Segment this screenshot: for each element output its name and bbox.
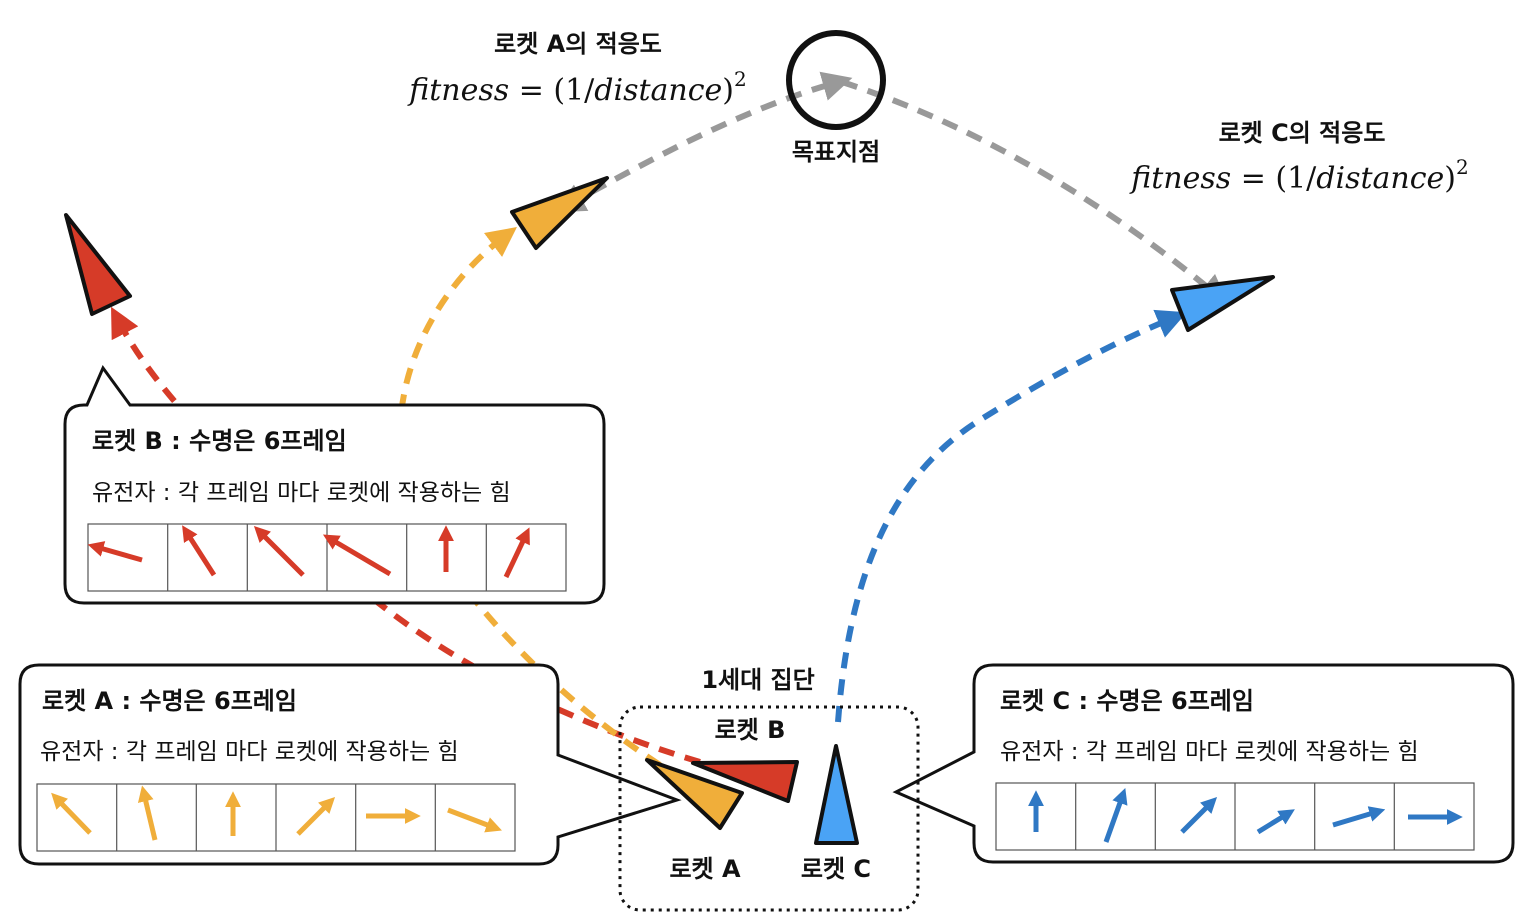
rocket-a-start [645,758,744,830]
gene-c3-arrow-icon [1180,796,1218,834]
callout-c-gene-table [995,782,1475,851]
gene-a2-arrow-icon [137,785,158,841]
gene-b3-arrow-icon [253,525,305,577]
callout-rocket-b: 로켓 B : 수명은 6프레임 유전자 : 각 프레임 마다 로켓에 작용하는 … [63,364,606,605]
rocket-a-trajectory [397,226,662,768]
fitness-a-title: 로켓 A의 적응도 [494,30,662,58]
fitness-a-formula: fitness = (1/distance)2 [407,67,747,108]
gene-a1-arrow-icon [51,792,92,835]
gene-b1-arrow-icon [87,541,143,563]
callout-rocket-a: 로켓 A : 수명은 6프레임 유전자 : 각 프레임 마다 로켓에 작용하는 … [18,663,682,866]
population-title: 1세대 집단 [701,666,814,694]
callout-rocket-c: 로켓 C : 수명은 6프레임 유전자 : 각 프레임 마다 로켓에 작용하는 … [892,663,1515,864]
rocket-c-start [814,744,859,845]
gene-c4-arrow-icon [1256,809,1295,835]
gene-b2-arrow-icon [182,525,217,577]
callout-c-title: 로켓 C : 수명은 6프레임 [1000,687,1254,715]
rocket-b-start [691,760,799,803]
rocket-a-flying [510,176,609,250]
rocket-c-flying [1170,275,1275,332]
fitness-c-formula: fitness = (1/distance)2 [1129,155,1469,196]
callout-b-genes-desc: 유전자 : 각 프레임 마다 로켓에 작용하는 힘 [92,480,511,506]
fitness-c-title: 로켓 C의 적응도 [1219,119,1386,147]
callout-b-title: 로켓 B : 수명은 6프레임 [92,427,347,455]
gene-a6-arrow-icon [447,807,502,833]
rocket-c-trajectory [835,309,1187,723]
rocket-c-label: 로켓 C [801,855,871,883]
gene-b6-arrow-icon [503,527,530,579]
callout-a-gene-table [36,783,516,852]
target-label: 목표지점 [792,138,880,166]
gene-c5-arrow-icon [1332,806,1386,828]
callout-c-genes-desc: 유전자 : 각 프레임 마다 로켓에 작용하는 힘 [1000,739,1419,765]
rocket-b-flying [64,213,132,316]
rocket-a-label: 로켓 A [669,855,741,883]
callout-b-gene-table [87,523,567,592]
gene-b4-arrow-icon [322,534,392,577]
population-box [618,705,920,912]
gene-a4-arrow-icon [296,796,336,836]
gene-c2-arrow-icon [1103,787,1128,843]
callout-a-title: 로켓 A : 수명은 6프레임 [42,687,297,715]
target-circle [786,30,886,130]
callout-a-genes-desc: 유전자 : 각 프레임 마다 로켓에 작용하는 힘 [40,739,459,765]
rocket-b-label: 로켓 B [715,716,786,744]
distance-line-c [841,79,1229,305]
